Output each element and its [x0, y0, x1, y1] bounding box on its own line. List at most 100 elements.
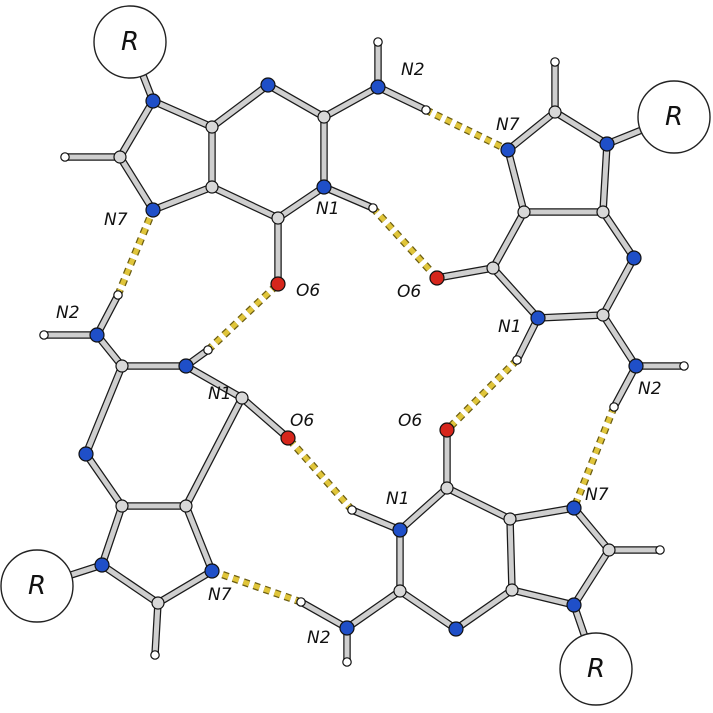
- bond: [183, 503, 215, 574]
- r-group: R: [0, 549, 74, 623]
- n1-label: N1: [498, 317, 522, 337]
- hydrogen-bond: [571, 406, 617, 509]
- hydrogen-bond: [211, 568, 302, 605]
- hydrogen-atom: [342, 657, 352, 667]
- bond: [183, 395, 245, 509]
- nitrogen-atom: [500, 142, 516, 158]
- bond: [321, 184, 376, 211]
- carbon-atom: [505, 583, 519, 597]
- nitrogen-atom: [448, 621, 464, 637]
- hydrogen-atom: [609, 402, 619, 412]
- nitrogen-atom: [204, 563, 220, 579]
- n7-label: N7: [496, 115, 520, 135]
- carbon-atom: [596, 308, 610, 322]
- bond: [152, 600, 161, 658]
- bond: [155, 568, 215, 606]
- oxygen-atom: [439, 422, 455, 438]
- carbon-atom: [115, 359, 129, 373]
- bond: [552, 109, 610, 147]
- o6-label: O6: [290, 411, 314, 431]
- n2-label: N2: [56, 303, 80, 323]
- r-group: R: [559, 632, 633, 706]
- bond: [99, 562, 161, 606]
- n2-label: N2: [401, 60, 425, 80]
- bond: [490, 209, 527, 271]
- carbon-atom: [503, 512, 517, 526]
- oxygen-atom: [270, 276, 286, 292]
- hydrogen-bonds: [114, 106, 618, 606]
- carbon-atom: [517, 205, 531, 219]
- bond: [397, 588, 459, 632]
- carbon-atom: [602, 543, 616, 557]
- o6-label: O6: [398, 411, 422, 431]
- bond: [490, 265, 541, 321]
- bond: [397, 485, 450, 533]
- nitrogen-atom: [89, 327, 105, 343]
- carbon-atom: [596, 205, 610, 219]
- hydrogen-atom: [113, 290, 123, 300]
- bond: [507, 505, 577, 522]
- carbon-atom: [440, 481, 454, 495]
- carbon-atom: [179, 499, 193, 513]
- bond: [117, 154, 156, 213]
- bond: [507, 516, 515, 593]
- bond: [99, 503, 125, 568]
- bond: [150, 98, 215, 130]
- bond: [209, 82, 271, 130]
- bond: [209, 184, 281, 221]
- hydrogen-bond: [424, 107, 510, 153]
- o6-label: O6: [397, 282, 421, 302]
- hydrogen-bond: [371, 206, 439, 280]
- hydrogen-atom: [60, 152, 70, 162]
- nitrogen-atom: [94, 557, 110, 573]
- hydrogen-bond: [286, 436, 354, 512]
- nitrogen-atom: [145, 202, 161, 218]
- r-group-circle: [0, 549, 74, 623]
- bond: [344, 588, 403, 631]
- bond: [265, 82, 327, 120]
- hydrogen-atom: [421, 105, 431, 115]
- carbon-atom: [271, 211, 285, 225]
- bond: [600, 255, 637, 318]
- carbon-atom: [317, 110, 331, 124]
- nitrogen-atom: [178, 358, 194, 374]
- hydrogen-atom: [296, 597, 306, 607]
- carbon-atom: [151, 596, 165, 610]
- carbon-atom: [393, 584, 407, 598]
- oxygen-atom: [280, 430, 296, 446]
- covalent-bonds: [40, 38, 688, 666]
- bond: [275, 184, 327, 221]
- n1-label: N1: [386, 489, 410, 509]
- bond: [505, 109, 558, 153]
- nitrogen-atom: [392, 522, 408, 538]
- bond: [600, 141, 610, 215]
- nitrogen-atom: [339, 620, 355, 636]
- r-group-label: R: [665, 102, 683, 132]
- bond: [83, 363, 125, 457]
- nitrogen-atom: [566, 597, 582, 613]
- nitrogen-atom: [316, 179, 332, 195]
- bond: [117, 98, 156, 160]
- nitrogen-atom: [566, 500, 582, 516]
- bond: [453, 587, 515, 632]
- hydrogen-atom: [679, 361, 689, 371]
- carbon-atom: [548, 105, 562, 119]
- bond: [571, 505, 612, 553]
- bond: [183, 363, 245, 401]
- bond: [444, 485, 513, 522]
- n2-label: N2: [638, 379, 662, 399]
- bond: [150, 184, 215, 213]
- bond: [535, 312, 606, 321]
- r-group: R: [637, 80, 711, 154]
- nitrogen-atom: [370, 79, 386, 95]
- bond: [83, 451, 125, 509]
- hydrogen-bond: [445, 358, 519, 432]
- bond: [321, 84, 381, 120]
- bond: [571, 547, 612, 608]
- r-group-circle: [637, 80, 711, 154]
- nitrogen-atom: [260, 77, 276, 93]
- hydrogen-atom: [150, 650, 160, 660]
- n1-label: N1: [316, 199, 340, 219]
